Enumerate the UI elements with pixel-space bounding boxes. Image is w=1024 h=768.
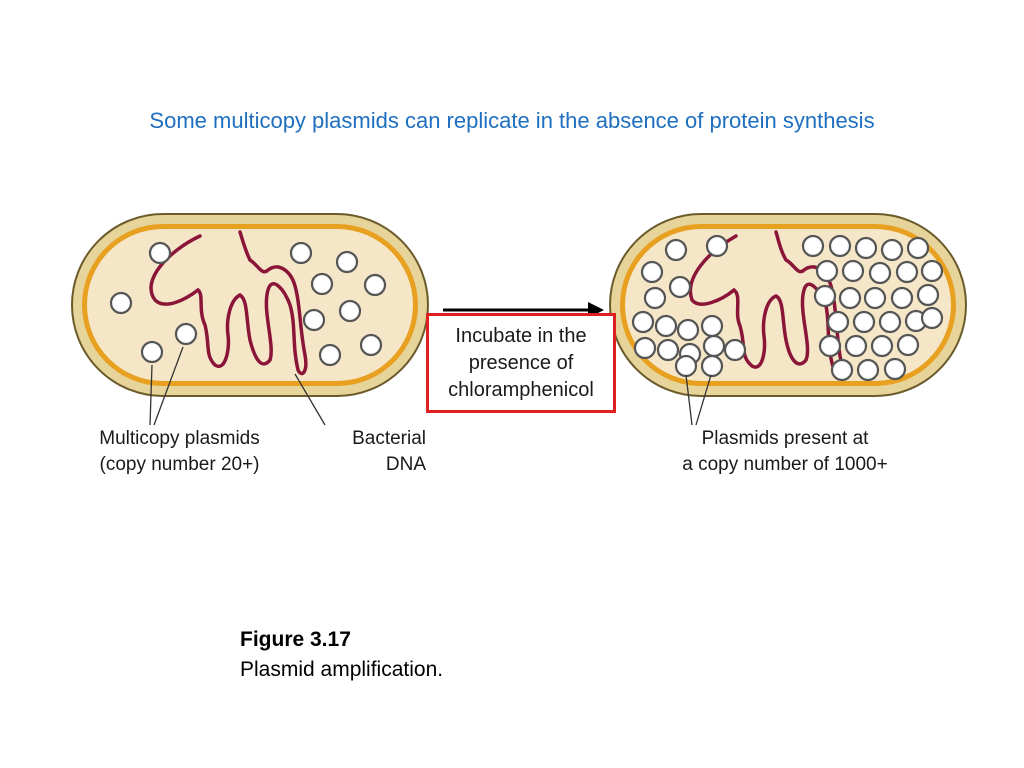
plasmid-circle [852,310,876,334]
plasmid-circle [668,275,692,299]
plasmid-circle [363,273,387,297]
plasmid-circle [633,336,657,360]
plasmid-circle [656,338,680,362]
plasmid-circle [302,308,326,332]
plasmid-circle [906,236,930,260]
pointer-line-dna [294,373,326,426]
plasmids-dense [631,234,944,382]
plasmid-circle [676,318,700,342]
plasmid-circle [815,259,839,283]
plasmid-circle [813,284,837,308]
step-line: presence of [468,351,574,374]
plasmid-circle [868,261,892,285]
plasmid-circle [828,234,852,258]
chloramphenicol-step-box: Incubate in the presence of chlorampheni… [426,313,616,413]
plasmid-circle [140,340,164,364]
plasmid-circle [654,314,678,338]
plasmid-circle [870,334,894,358]
plasmid-circle [705,234,729,258]
plasmid-circle [700,354,724,378]
pointer-lines-amplified [685,374,712,426]
plasmid-circle [310,272,334,296]
plasmid-circle [109,291,133,315]
bacterial-cell-before [71,213,429,426]
plasmid-circle [920,259,944,283]
caption-text: Plasmid amplification. [240,658,444,681]
plasmid-circle [801,234,825,258]
plasmid-circle [359,333,383,357]
caption-title: Figure 3.17 [240,628,351,651]
label-line: (copy number 20+) [99,454,260,475]
plasmid-circle [174,322,198,346]
plasmid-circle [335,250,359,274]
plasmid-circle [856,358,880,382]
plasmid-circle [880,238,904,262]
plasmid-circle [643,286,667,310]
plasmid-circle [318,343,342,367]
bacterial-dna-left [149,230,308,376]
label-line: Multicopy plasmids [99,428,260,449]
plasmid-circle [289,241,313,265]
plasmid-circle [854,236,878,260]
label-line: DNA [385,454,426,475]
plasmid-circle [631,310,655,334]
slide-title: Some multicopy plasmids can replicate in… [149,108,875,133]
plasmid-circle [841,259,865,283]
pointer-lines-plasmids [149,346,184,426]
plasmid-circle [664,238,688,262]
plasmid-circle [702,334,726,358]
plasmid-circle [896,333,920,357]
plasmid-circle [818,334,842,358]
plasmid-circle [895,260,919,284]
plasmid-circle [916,283,940,307]
label-line: a copy number of 1000+ [682,454,888,475]
plasmid-circle [878,310,902,334]
plasmid-circle [148,241,172,265]
label-line: Bacterial [352,428,426,449]
plasmid-circle [863,286,887,310]
plasmid-circle [826,310,850,334]
bacterial-cell-after [609,213,967,426]
figure-caption: Figure 3.17 Plasmid amplification. [240,625,443,685]
amplified-plasmids-label: Plasmids present at a copy number of 100… [630,426,940,478]
plasmid-circle [890,286,914,310]
plasmid-circle [338,299,362,323]
plasmid-circle [838,286,862,310]
plasmid-circle [640,260,664,284]
label-line: Plasmids present at [701,428,869,449]
plasmids-sparse [109,241,387,367]
step-line: chloramphenicol [448,378,594,401]
plasmid-circle [723,338,747,362]
plasmid-circle [883,357,907,381]
step-line: Incubate in the [455,324,587,347]
plasmid-circle [920,306,944,330]
plasmid-circle [700,314,724,338]
plasmid-circle [674,354,698,378]
multicopy-plasmids-label: Multicopy plasmids (copy number 20+) [72,426,287,478]
plasmid-circle [844,334,868,358]
bacterial-dna-label: Bacterial DNA [316,426,426,478]
plasmid-circle [830,358,854,382]
